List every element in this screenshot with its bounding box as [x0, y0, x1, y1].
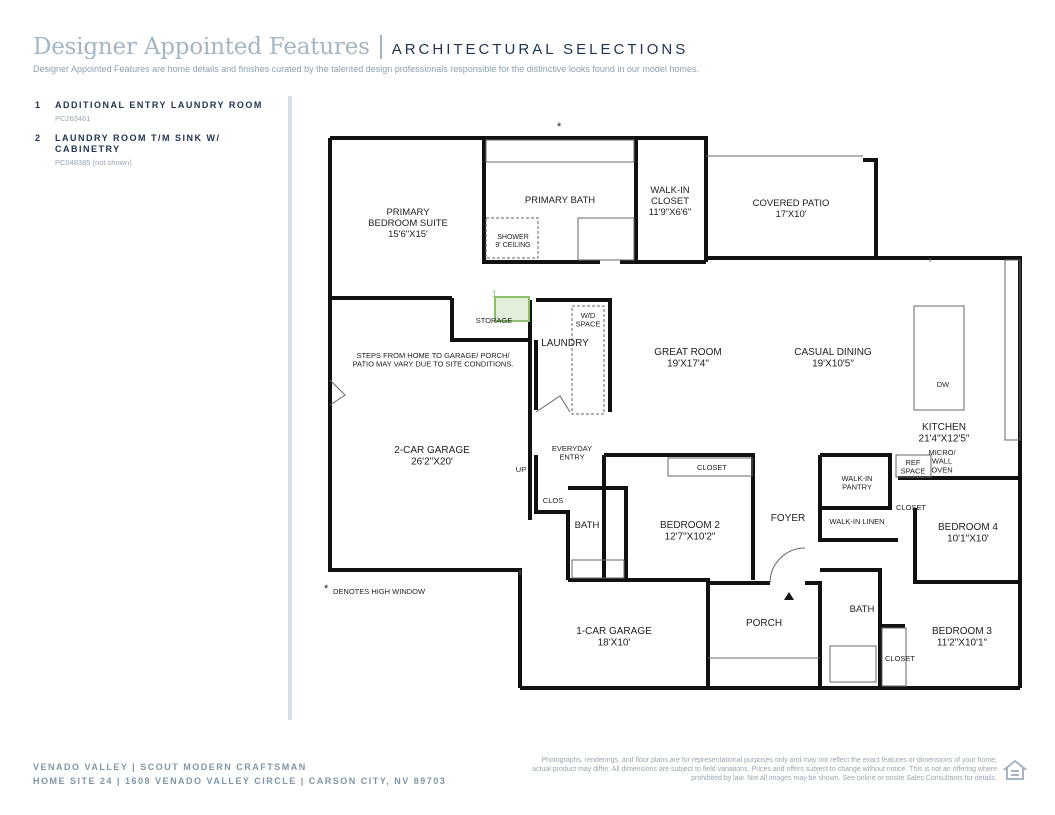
option-title: ADDITIONAL ENTRY LAUNDRY ROOM [55, 100, 263, 110]
wall-bath3 [820, 568, 882, 688]
steps-note: STEPS FROM HOME TO GARAGE/ PORCH/PATIO M… [353, 351, 514, 369]
tub-b3 [829, 645, 877, 683]
wd-space-outline [571, 305, 605, 415]
section-divider [288, 96, 292, 720]
closet-b2 [667, 457, 753, 477]
foyer-label: FOYER [771, 513, 805, 524]
footer-line-2: HOME SITE 24 | 1608 VENADO VALLEY CIRCLE… [33, 776, 447, 786]
wall-garage1-west [505, 568, 522, 688]
wall-storage [450, 298, 530, 342]
title-divider [379, 35, 382, 59]
wall-linen [818, 455, 898, 542]
option-number: 1 [35, 100, 41, 110]
option-title: LAUNDRY ROOM T/M SINK W/ CABINETRY [55, 133, 221, 154]
option-highlight-laundry [494, 296, 530, 322]
bath2-label: BATH [575, 520, 600, 531]
wall-east [706, 256, 1022, 688]
toilet-room [577, 217, 635, 261]
tub-b2 [571, 559, 625, 579]
closet-b4-label: CLOSET [896, 503, 926, 512]
wall-west [328, 138, 505, 572]
high-window-note: DENOTES HIGH WINDOW [333, 587, 426, 596]
option-list: 1 ADDITIONAL ENTRY LAUNDRY ROOM PC263461… [35, 100, 275, 177]
equal-housing-icon [1003, 759, 1027, 780]
page-header: Designer Appointed Features ARCHITECTURA… [33, 34, 1033, 74]
bath3-label: BATH [850, 604, 875, 615]
legend-asterisk: * [324, 583, 329, 595]
dw-label: DW [937, 380, 950, 389]
option-code: PC263461 [55, 114, 91, 123]
page-title: Designer Appointed Features [33, 34, 370, 60]
option-item: 2 LAUNDRY ROOM T/M SINK W/ CABINETRY PC0… [35, 133, 275, 167]
wall-laundry [536, 298, 612, 412]
footer-community: VENADO VALLEY | SCOUT MODERN CRAFTSMAN H… [33, 760, 446, 788]
page-subtitle: ARCHITECTURAL SELECTIONS [391, 41, 689, 58]
option-marker: 1 [492, 289, 497, 299]
kitchen-counter [1004, 259, 1021, 441]
up-label: UP [516, 465, 526, 474]
primary-bath-label: PRIMARY BATH [525, 195, 595, 206]
wall-patio-east [863, 158, 878, 258]
front-door-swing [769, 547, 806, 584]
wall-bed2-north [604, 453, 755, 580]
closet-b3 [881, 627, 907, 687]
walkin-linen-label: WALK-IN LINEN [829, 517, 884, 526]
laundry-label: LAUNDRY [541, 338, 589, 349]
option-number: 2 [35, 133, 41, 143]
storage-label: STORAGE [476, 316, 513, 325]
wall-foyer [805, 581, 822, 688]
entry-arrow-icon [784, 592, 794, 600]
laundry-door-swing [535, 395, 571, 413]
garage-door-swing [329, 379, 346, 406]
thin-lines [329, 139, 1021, 687]
wall-bed4 [913, 508, 1020, 584]
wall-entry [534, 455, 570, 580]
kitchen-island [913, 305, 965, 411]
wall-bath-south [482, 138, 600, 264]
wall-pantry [820, 453, 892, 510]
option-code: PC048385 (not shown) [55, 158, 132, 167]
footer-disclaimer: Photographs, renderings, and floor plans… [532, 757, 997, 782]
wall-bath2 [568, 486, 628, 580]
clos-label: CLOS [543, 496, 563, 505]
footer-line-1: VENADO VALLEY | SCOUT MODERN CRAFTSMAN [33, 762, 307, 772]
wall-bed2-south [568, 578, 710, 688]
closet-b3-label: CLOSET [885, 654, 915, 663]
intro-text: Designer Appointed Features are home det… [33, 64, 699, 74]
vanity [485, 139, 635, 163]
high-window-asterisk: * [557, 121, 562, 133]
closet-b2-label: CLOSET [697, 463, 727, 472]
ref-space-outline [895, 454, 932, 478]
porch-label: PORCH [746, 618, 782, 629]
wall-north [330, 136, 708, 262]
shower-outline [485, 217, 539, 259]
option-item: 1 ADDITIONAL ENTRY LAUNDRY ROOM PC263461 [35, 100, 275, 123]
